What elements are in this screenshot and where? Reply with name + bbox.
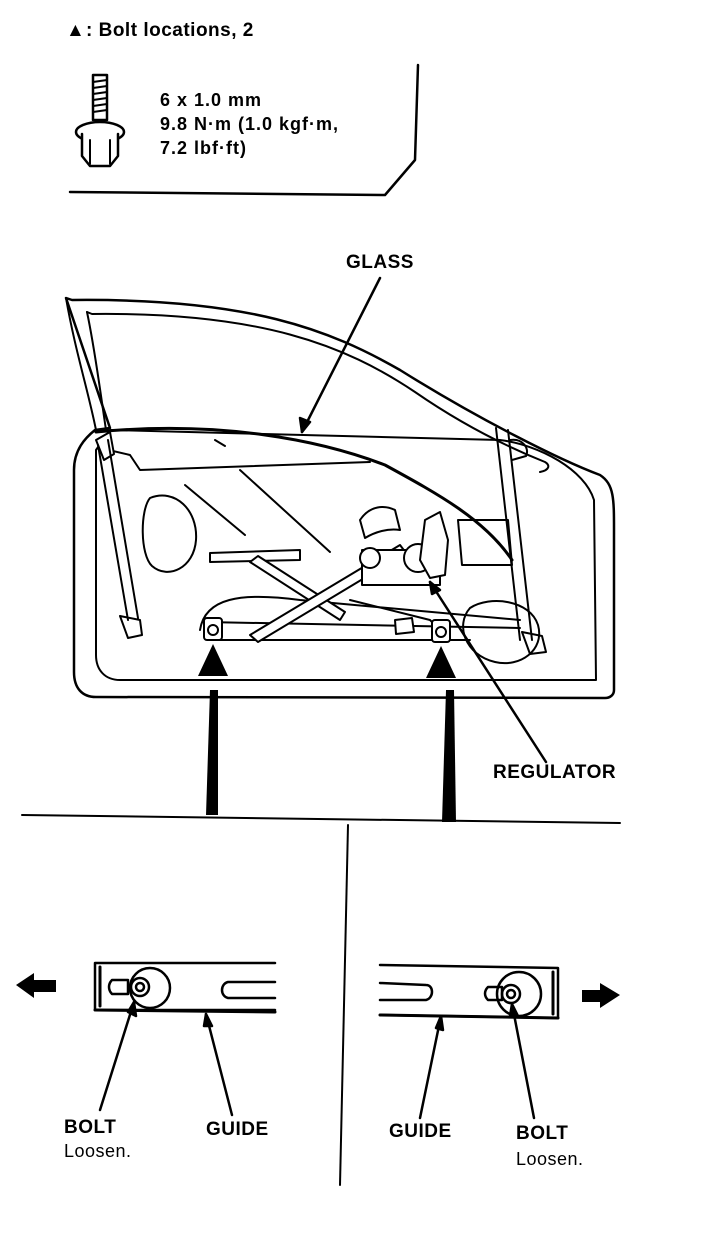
door-outer-panel [64,296,616,700]
section-divider-vertical [339,824,349,1186]
spec-bolt-size: 6 x 1.0 mm [160,90,263,110]
access-hole-left [141,494,198,573]
window-regulator [209,506,449,643]
rear-glass-channel [97,439,143,639]
door-glass [94,426,514,562]
flange-bolt-icon [74,73,126,168]
right-bolt-leader [510,1002,536,1120]
access-hole-right [457,519,513,566]
right-bolt-note: Loosen. [516,1149,584,1169]
legend-text: : Bolt locations, 2 [86,20,254,41]
rear-glass-clamp [203,617,223,641]
front-glass-channel [495,427,547,655]
front-glass-clamp [431,619,451,643]
bolt-location-marker-right [426,646,456,678]
section-divider-horizontal [21,814,621,824]
spec-callout-frame [68,63,420,197]
right-guide-label: GUIDE [389,1121,452,1142]
left-guide-detail [93,961,277,1014]
window-frame [86,311,550,473]
left-bolt-note: Loosen. [64,1141,132,1161]
glass-label: GLASS [346,252,414,273]
glass-leader-line [300,276,382,434]
left-guide-label: GUIDE [206,1119,269,1140]
right-bolt-label: BOLT [516,1123,569,1144]
right-direction-arrow [582,983,620,1008]
left-bolt-leader [98,1000,136,1112]
bolt-location-marker-left [198,644,228,676]
legend-triangle-icon: ▲ [66,20,86,41]
regulator-leader-line [428,580,548,764]
left-bolt-label: BOLT [64,1117,117,1138]
spec-torque-imperial: 7.2 lbf·ft) [160,138,247,158]
bolt-pointer-right [442,690,456,822]
regulator-label: REGULATOR [493,762,617,783]
left-guide-leader [204,1012,234,1117]
right-guide-detail [378,963,560,1020]
inner-panel [95,429,597,681]
left-direction-arrow [16,973,56,998]
spec-torque-metric: 9.8 N·m (1.0 kgf·m, [160,114,340,134]
bolt-pointer-left [206,690,218,815]
access-hole-bottom [462,600,541,665]
right-guide-leader [418,1014,443,1120]
